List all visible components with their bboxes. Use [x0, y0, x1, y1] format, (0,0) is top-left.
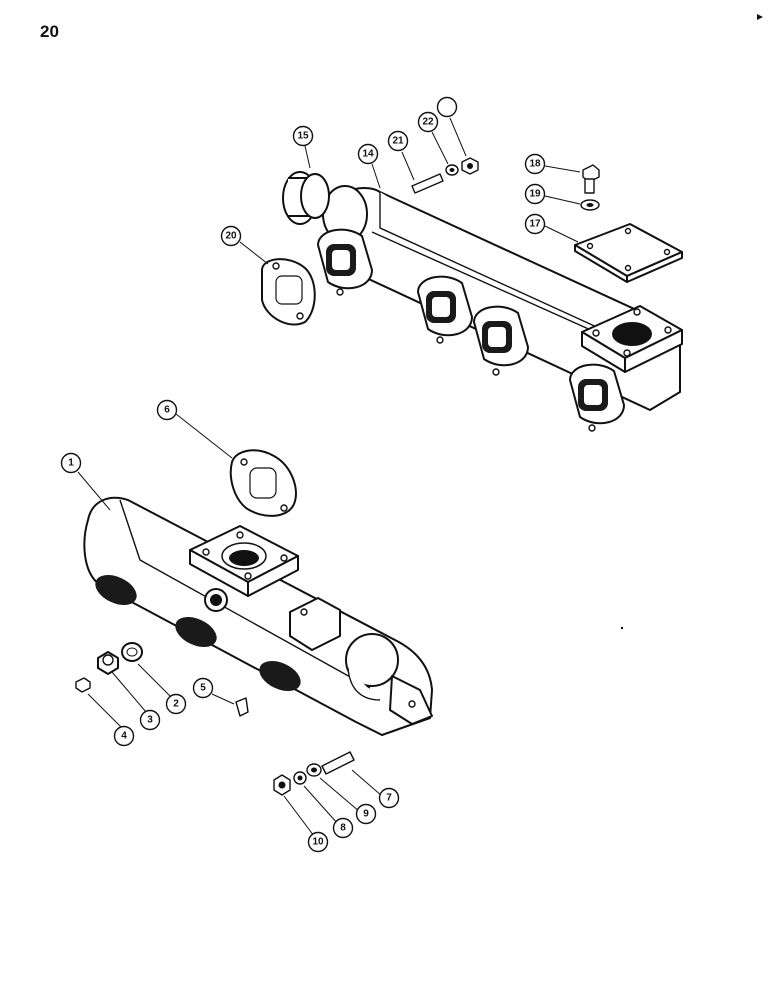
- callout-label-17: 18: [529, 159, 541, 170]
- lock-washer-21: [445, 164, 459, 176]
- callout-14: 14: [357, 143, 379, 165]
- bolt-17: [582, 164, 600, 194]
- callout-label-1: 1: [68, 458, 74, 469]
- corner-mark: [757, 14, 763, 20]
- port-flange-1: [317, 228, 373, 296]
- upper-manifold: [317, 185, 683, 432]
- plug-3: [97, 651, 119, 675]
- leader-lines: [77, 117, 581, 837]
- washer-18: [580, 199, 600, 211]
- callout-20: 21: [387, 130, 409, 152]
- callout-label-2: 2: [173, 699, 179, 710]
- callout-5: 5: [192, 677, 214, 699]
- port-flange-2: [417, 275, 473, 344]
- cover-plate-16: [574, 223, 683, 283]
- callout-8: 8: [332, 817, 354, 839]
- callout-18: 19: [524, 183, 546, 205]
- callout-label-21: 22: [422, 117, 434, 128]
- plug-4: [75, 677, 91, 693]
- lower-manifold: [83, 496, 433, 736]
- callout-label-5: 5: [200, 683, 206, 694]
- callout-label-4: 4: [121, 731, 127, 742]
- lock-washer-8: [293, 771, 307, 785]
- page-number: 20: [40, 22, 59, 41]
- callout-label-16: 17: [529, 219, 541, 230]
- callout-10: 10: [307, 831, 329, 853]
- washer-9: [306, 763, 322, 777]
- callout-16: 17: [524, 213, 546, 235]
- callout-3: 3: [139, 709, 161, 731]
- callout-label-18: 19: [529, 189, 541, 200]
- callout-label-6: 6: [164, 405, 170, 416]
- callout-label-7: 7: [386, 793, 392, 804]
- nut-22: [461, 157, 479, 175]
- callout-22: [436, 96, 458, 118]
- callout-6: 6: [156, 399, 178, 421]
- callout-label-20: 21: [392, 136, 404, 147]
- callout-2: 2: [165, 693, 187, 715]
- stud-7: [321, 751, 355, 775]
- washer-2: [121, 642, 143, 662]
- stray-mark: [620, 626, 624, 630]
- callout-1: 1: [60, 452, 82, 474]
- port-flange-3: [473, 305, 529, 376]
- callout-label-14: 14: [362, 149, 374, 160]
- callout-19: 20: [220, 225, 242, 247]
- callout-21: 22: [417, 111, 439, 133]
- callout-15: 15: [292, 125, 314, 147]
- callout-label-9: 9: [363, 809, 369, 820]
- callout-label-15: 15: [297, 131, 309, 142]
- callout-17: 18: [524, 153, 546, 175]
- plug-15: [282, 171, 330, 225]
- stud-20: [411, 173, 444, 194]
- callout-label-3: 3: [147, 715, 153, 726]
- callout-4: 4: [113, 725, 135, 747]
- nut-10: [273, 774, 291, 796]
- port-flange-4: [569, 363, 625, 432]
- callout-9: 9: [355, 803, 377, 825]
- callout-label-10: 10: [312, 837, 324, 848]
- fitting-5: [235, 697, 249, 717]
- callout-label-8: 8: [340, 823, 346, 834]
- callout-label-19: 20: [225, 231, 237, 242]
- callout-7: 7: [378, 787, 400, 809]
- gasket-6: [229, 449, 297, 517]
- gasket-19: [261, 258, 316, 326]
